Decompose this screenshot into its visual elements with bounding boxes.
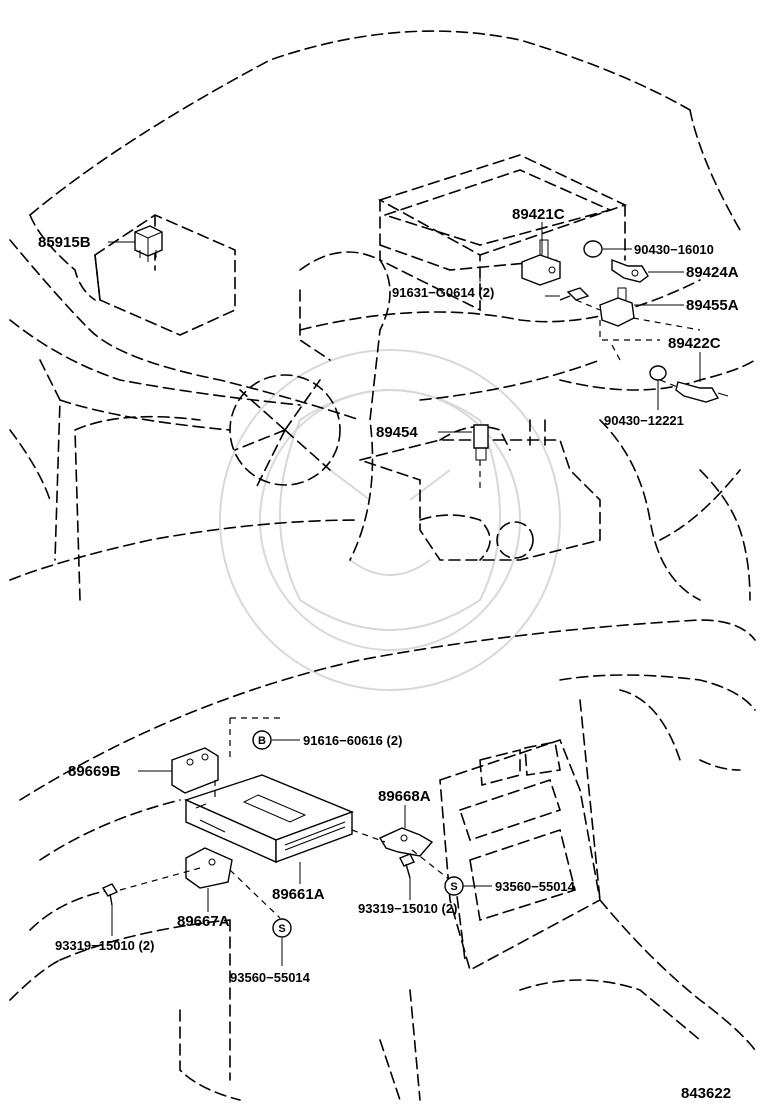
sensor-89421C[interactable] [521,239,561,286]
watermark-logo [219,349,561,691]
switch-89455A[interactable] [599,287,635,327]
bolt-mark-letter: B [258,735,266,747]
sensor-89454[interactable] [473,424,489,461]
diagram-number: 843622 [681,1085,731,1102]
callout-89421C[interactable]: 89421C [512,206,565,223]
callout-85915B[interactable]: 85915B [38,234,91,251]
center-console [439,739,601,972]
relay-85915B[interactable] [134,225,163,262]
screw-mark-letter-right: S [450,881,457,893]
dashboard-outline [9,619,756,1101]
callout-90430-12221[interactable]: 90430−12221 [604,413,684,428]
mounting-guide-lines [119,299,701,919]
bolt-mark-b: B [252,730,272,750]
callout-91616-60616[interactable]: 91616−60616 (2) [303,733,402,748]
callout-labels: 85915B 89421C 90430−16010 89424A 91631−G… [38,206,739,1102]
bolt-93319-left[interactable] [101,883,119,906]
bracket-89669B[interactable] [171,747,219,794]
callout-91631-G0614[interactable]: 91631−G0614 (2) [392,285,494,300]
callout-89667A[interactable]: 89667A [177,913,230,930]
callout-93319-15010-left[interactable]: 93319−15010 (2) [55,938,154,953]
bolt-91631[interactable] [559,287,590,301]
callout-89424A[interactable]: 89424A [686,264,739,281]
vehicle-body-outline [9,30,756,601]
callout-89661A[interactable]: 89661A [272,886,325,903]
callout-89422C[interactable]: 89422C [668,335,721,352]
sensor-89422C[interactable] [675,381,729,403]
bolt-93319-right[interactable] [399,853,415,879]
gasket-90430-12221[interactable] [649,365,667,381]
callout-89668A[interactable]: 89668A [378,788,431,805]
gasket-90430-16010[interactable] [583,240,603,258]
callout-89454[interactable]: 89454 [376,424,418,441]
sensor-89424A[interactable] [611,258,649,283]
callout-90430-16010[interactable]: 90430−16010 [634,242,714,257]
callout-93560-55014-left[interactable]: 93560−55014 [230,970,311,985]
relay-box [94,214,236,336]
callout-93560-55014-right[interactable]: 93560−55014 [495,879,576,894]
bracket-89667A[interactable] [185,847,233,889]
radiator-fan [229,374,341,491]
screw-mark-letter-left: S [278,923,285,935]
screw-mark-s-right: S [444,876,464,896]
leader-lines [108,222,701,966]
air-cleaner-box [377,154,628,312]
screw-mark-s-left: S [272,918,292,938]
callout-93319-15010-right[interactable]: 93319−15010 (2) [358,901,457,916]
ecu-dashed-frame [229,717,285,760]
callout-89455A[interactable]: 89455A [686,297,739,314]
callout-89669B[interactable]: 89669B [68,763,121,780]
bracket-89668A[interactable] [378,827,434,857]
ecu-89661A[interactable] [184,774,354,864]
